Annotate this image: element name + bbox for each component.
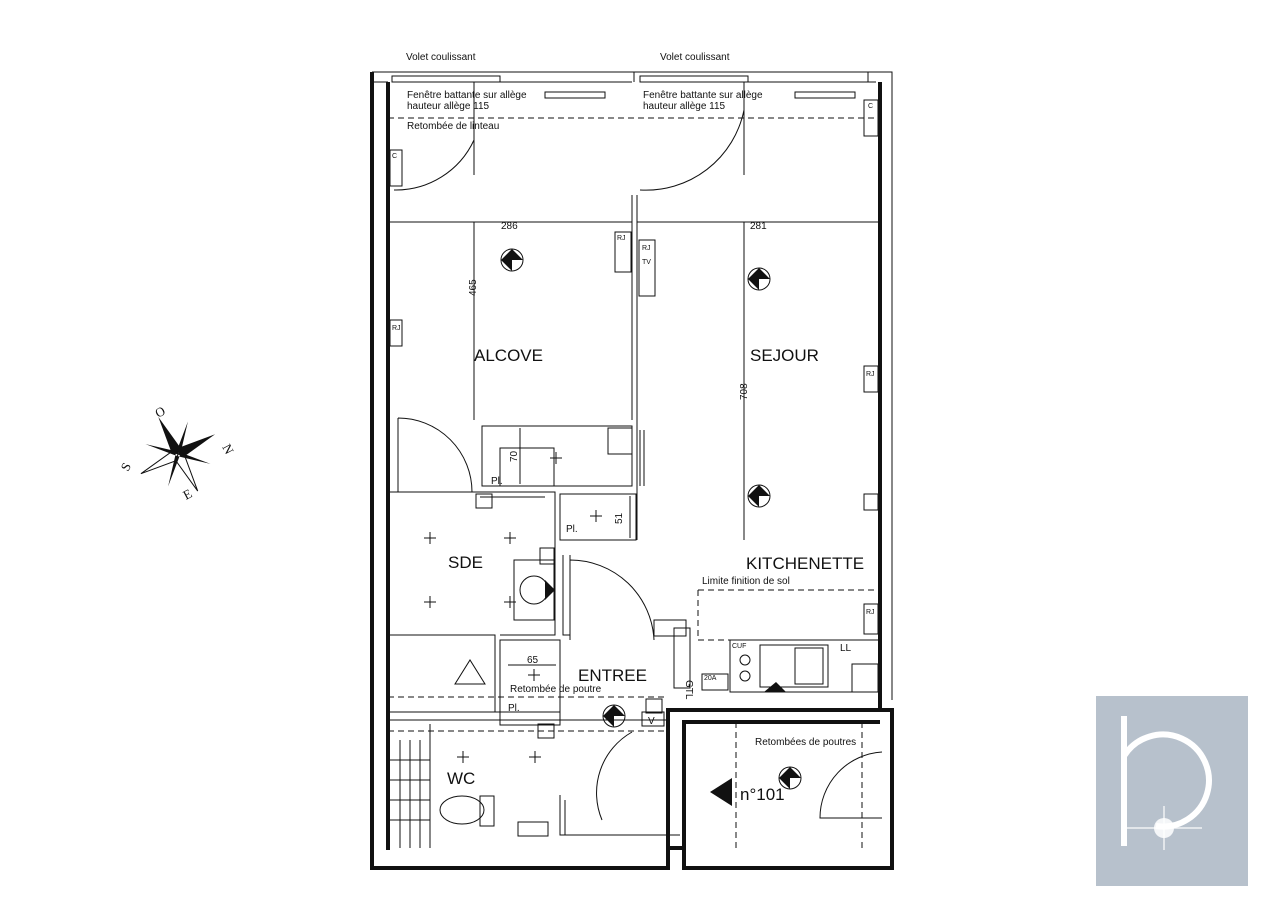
ll-label: LL [840,643,852,654]
top-windows [391,72,876,99]
beam-label-entree: Retombée de poutre [510,684,602,695]
outlets [389,99,879,837]
outer-walls [370,71,894,870]
pl-label-alcove: Pl. [491,476,503,487]
c-label-left: C [392,153,397,160]
pl-label-entree: Pl. [508,703,520,714]
logo-text: restige 83 [1122,894,1205,908]
volet-label-right: Volet coulissant [660,52,730,63]
window-label-left-1: Fenêtre battante sur allège [407,90,527,101]
rj-label-sejour-right: RJ [866,371,875,378]
room-kitchenette: KITCHENETTE [746,554,864,573]
volet-label-left: Volet coulissant [406,52,476,63]
window-label-right-1: Fenêtre battante sur allège [643,90,763,101]
room-sejour: SEJOUR [750,346,819,365]
door-swings [397,417,883,821]
room-entree: ENTREE [578,666,647,685]
dim-sejour-width: 281 [750,221,767,232]
c-label-right: C [868,103,873,110]
gtl-label: GTL [683,680,694,700]
rj-label-alcove: RJ [392,325,401,332]
room-sde: SDE [448,553,483,572]
compass-rose-icon [140,416,216,492]
floor-limit-area [697,589,880,641]
floor-limit-label: Limite finition de sol [702,576,790,587]
ceiling-lights [500,248,802,790]
compass-south: S [117,460,134,473]
room-wc: WC [447,769,475,788]
dim-sejour-depth: 708 [739,383,750,400]
kitchen-counter [729,639,881,693]
unit-number: n°101 [740,785,785,804]
lintel-label: Retombée de linteau [407,121,499,132]
dim-placard-depth: 51 [614,512,625,524]
compass-west: O [152,403,167,421]
dim-alcove-width: 286 [501,221,518,232]
pl-label-placard: Pl. [566,524,578,535]
prestige-logo [1096,696,1248,886]
logo-p-mark-icon [1121,716,1212,850]
window-label-left-2: hauteur allège 115 [407,101,490,112]
spot-lights [424,452,602,763]
triangle-marker-icon [764,682,786,692]
beams-label-right: Retombées de poutres [755,737,856,748]
tv-label: TV [642,259,651,266]
compass-north: N [219,441,237,457]
dimension-lines [388,221,880,666]
window-label-right-2: hauteur allège 115 [643,101,726,112]
dim-sde-placard: 65 [527,655,539,666]
entrance-arrow-icon [710,778,732,806]
rj-label-kitchen: RJ [866,609,875,616]
fixtures [390,559,555,848]
rj-label-sejour: RJ [642,245,651,252]
dim-closet-depth: 70 [509,450,520,462]
cuf-label: CUF [732,643,746,650]
room-alcove: ALCOVE [474,346,543,365]
amp-label: 20A [704,675,717,682]
compass-east: E [180,486,194,503]
partitions [388,195,680,848]
dim-alcove-depth: 465 [468,279,479,296]
v-label: V [648,716,655,727]
rj-label-partition: RJ [617,235,626,242]
window-swings [393,82,745,191]
beam-dashes [735,722,863,848]
